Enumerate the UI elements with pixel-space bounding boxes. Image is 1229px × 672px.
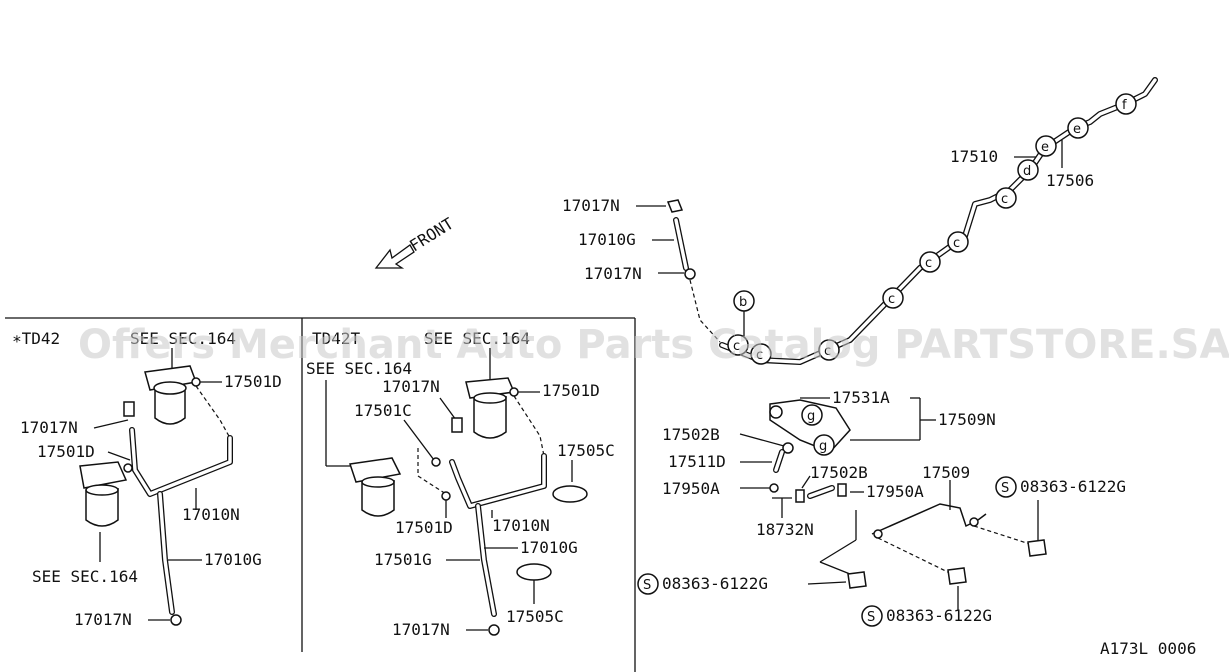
td42-fuel-filter [79, 461, 133, 527]
main-label-17509: 17509 [922, 463, 970, 482]
td42-label-17017n-mid: 17017N [20, 418, 78, 437]
clip-17950a-left-icon [795, 489, 805, 503]
main-label-17506: 17506 [1046, 171, 1094, 190]
panel-td42-title: ∗TD42 [12, 329, 60, 348]
td42t-label-17010g: 17010G [520, 538, 578, 557]
panel-td42t-see-top: SEE SEC.164 [424, 329, 530, 348]
clip-17950a-right-icon [837, 483, 847, 497]
td42t-fuel-filter [349, 457, 441, 517]
upper-clip-icon [666, 199, 684, 213]
panel-frames [5, 317, 636, 672]
td42t-label-17501g: 17501G [374, 550, 432, 569]
td42t-label-17017n-bottom: 17017N [392, 620, 450, 639]
callout-g2: g [819, 439, 827, 454]
td42-clip-icon [191, 377, 201, 387]
td42t-label-17501c: 17501C [354, 401, 412, 420]
callout-c5: c [925, 256, 932, 271]
front-arrow-icon [374, 244, 415, 269]
callout-c3: c [824, 344, 831, 359]
bolt-symbol-right: S [1001, 481, 1009, 496]
main-label-17502b-upper: 17502B [662, 425, 720, 444]
bolt-right-label: 08363-6122G [1020, 477, 1126, 496]
panel-td42-see-bottom: SEE SEC.164 [32, 567, 138, 586]
bolt-left-label: 08363-6122G [662, 574, 768, 593]
td42t-fuel-filter-housing [465, 377, 516, 439]
panel-td42t-see-left: SEE SEC.164 [306, 359, 412, 378]
callout-c2: c [756, 348, 763, 363]
callout-b: b [739, 295, 747, 310]
td42t-bottom-clip-icon [488, 624, 500, 636]
bolt-mid-icon [947, 567, 967, 585]
td42t-clip-icon [509, 387, 519, 397]
td42-bottom-clip-icon [170, 614, 182, 626]
main-label-17502b-lower: 17950A [662, 479, 720, 498]
bolt-symbol-left: S [643, 578, 651, 593]
main-label-17017n-top: 17017N [562, 196, 620, 215]
td42t-small-clip-icon [451, 417, 463, 433]
panel-td42t-title: TD42T [312, 329, 361, 348]
td42t-clip-lower-icon [441, 491, 451, 501]
tee-18732n-icon [772, 497, 792, 510]
main-label-17017n-mid: 17017N [584, 264, 642, 283]
callout-c6: c [953, 236, 960, 251]
watermark: Offers Merchant Auto Parts Catalog PARTS… [78, 322, 1229, 368]
lower-clip-icon [684, 268, 696, 280]
td42-label-17017n-bottom: 17017N [74, 610, 132, 629]
callout-c4: c [888, 292, 895, 307]
td42t-label-17505c-bottom: 17505C [506, 607, 564, 626]
main-label-17010g: 17010G [578, 230, 636, 249]
callout-f: f [1122, 98, 1127, 113]
callout-d: d [1023, 164, 1031, 179]
clip-17502b-lower-icon [769, 483, 779, 493]
td42-label-17501d-top: 17501D [224, 372, 282, 391]
bolt-symbol-mid: S [867, 610, 875, 625]
bolt-mid-label: 08363-6122G [886, 606, 992, 625]
main-label-17509n: 17509N [938, 410, 996, 429]
td42-label-17010n: 17010N [182, 505, 240, 524]
td42-fuel-filter-housing [144, 365, 198, 425]
panel-td42-see-top: SEE SEC.164 [130, 329, 236, 348]
bolt-label-right: S 08363-6122G [995, 476, 1126, 498]
callout-g1: g [807, 409, 815, 424]
td42t-label-17501d-top: 17501D [542, 381, 600, 400]
main-label-17531a: 17531A [832, 388, 890, 407]
bracket-17509 [871, 503, 987, 539]
bolt-left-icon [847, 571, 867, 589]
td42-small-clip-icon [123, 401, 135, 417]
td42t-label-17505c-top: 17505C [557, 441, 615, 460]
diagram-code: A173L 0006 [1100, 639, 1196, 658]
clip-17502b-upper-icon [782, 442, 794, 454]
td42t-label-17017n-top: 17017N [382, 377, 440, 396]
bolt-label-mid: S 08363-6122G [861, 605, 992, 627]
td42t-clamp-top-icon [552, 485, 588, 503]
callout-e2: e [1073, 122, 1081, 137]
callout-e1: e [1041, 140, 1049, 155]
bolt-right-icon [1027, 539, 1047, 557]
td42t-clamp-bottom-icon [516, 563, 552, 581]
hose-assembly-17509n: g g [769, 399, 851, 456]
main-label-17950a-left: 17502B [810, 463, 868, 482]
callout-c1: c [733, 339, 740, 354]
main-label-17511d: 17511D [668, 452, 726, 471]
callout-c7: c [1001, 192, 1008, 207]
front-label: FRONT [406, 214, 457, 256]
bolt-label-left: S 08363-6122G [637, 573, 768, 595]
td42t-label-17010n: 17010N [492, 516, 550, 535]
td42-label-17010g: 17010G [204, 550, 262, 569]
main-label-17950a-right: 17950A [866, 482, 924, 501]
circle-callouts: b c c c c c c c d e e f [727, 93, 1137, 365]
main-label-18732n: 18732N [756, 520, 814, 539]
td42t-label-17501d-bottom: 17501D [395, 518, 453, 537]
td42-label-17501d-mid: 17501D [37, 442, 95, 461]
main-label-17510: 17510 [950, 147, 998, 166]
